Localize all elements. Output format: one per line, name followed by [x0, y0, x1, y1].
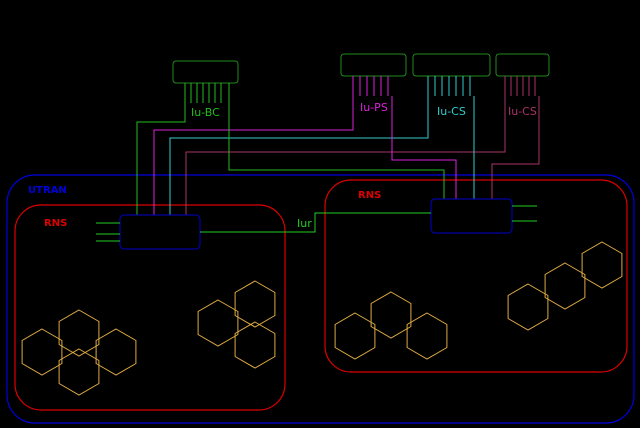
right-rns-cluster-b-cell-1: [507, 283, 549, 331]
right-rns-cluster-b-cell-3: [581, 241, 623, 289]
left-rns-cluster-b-cell-3: [234, 321, 276, 369]
iu-ps-fan: [352, 76, 389, 96]
utran-boundary: [6, 174, 635, 424]
left-rns-cluster-a-cell-1: [21, 328, 63, 376]
iu-cs-1-fan: [427, 76, 471, 96]
right-rns-cluster-a-cell-1: [334, 312, 376, 360]
left-nodeb-links: [96, 222, 120, 242]
right-rns-cluster-a-cell-2: [370, 291, 412, 339]
iu-ps-label: Iu-PS: [360, 101, 388, 114]
link-cs2-right-rnc: [491, 96, 540, 199]
iu-cs-2-fan: [504, 76, 536, 96]
core-node-bc: [172, 60, 239, 84]
right-rns-cluster-a-cell-3: [406, 312, 448, 360]
iu-cs-2-label: Iu-CS: [508, 105, 537, 118]
link-bc-left-rnc: [136, 103, 186, 215]
iu-cs-1-label: Iu-CS: [437, 105, 466, 118]
link-cs1-left-rnc: [169, 96, 429, 215]
rns-right-label: RNS: [358, 190, 381, 201]
core-node-ps: [340, 53, 407, 77]
left-rns-cluster-b-cell-2: [234, 280, 276, 328]
rnc-left: [119, 214, 201, 250]
left-rns-cluster-a-cell-2: [58, 309, 100, 357]
rns-left-boundary: [14, 204, 286, 411]
rns-left-label: RNS: [44, 218, 67, 229]
left-rns-cluster-a-cell-3: [95, 328, 137, 376]
rns-right-boundary: [324, 179, 628, 373]
iu-bc-fan: [184, 83, 222, 103]
iu-bc-label: Iu-BC: [191, 106, 220, 119]
rnc-right: [430, 198, 513, 234]
utran-label: UTRAN: [28, 185, 67, 196]
link-cs2-left-rnc: [185, 96, 506, 215]
link-ps-right-rnc: [391, 96, 457, 199]
core-node-cs-1: [412, 53, 491, 77]
link-ps-left-rnc: [153, 96, 354, 215]
left-rns-cluster-a-cell-4: [58, 348, 100, 396]
cell-clusters: [21, 241, 623, 396]
left-rns-cluster-b-cell-1: [197, 299, 239, 347]
right-nodeb-links: [512, 205, 537, 222]
iur-label: Iur: [297, 217, 312, 230]
core-node-cs-2: [495, 53, 550, 77]
iur-link: [200, 212, 431, 233]
right-rns-cluster-b-cell-2: [544, 262, 586, 310]
link-bc-right-rnc: [228, 83, 445, 199]
